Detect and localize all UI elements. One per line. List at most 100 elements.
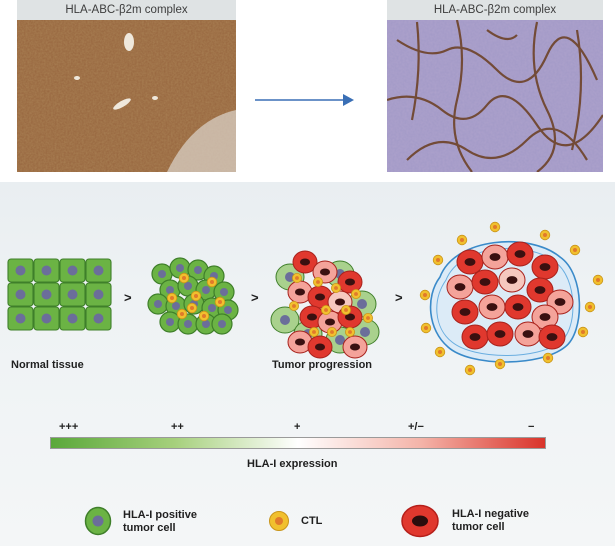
- tumor-nucleus: [539, 263, 551, 271]
- tick-weak: +/−: [408, 421, 424, 433]
- cell-nucleus: [335, 335, 345, 345]
- stages-illustration: [7, 221, 604, 376]
- micrograph-right-title: HLA-ABC-β2m complex: [387, 0, 603, 20]
- ctl-nucleus: [366, 316, 370, 320]
- tumor-nucleus: [324, 318, 336, 326]
- cell-nucleus: [93, 265, 104, 276]
- micrograph-left: HLA-ABC-β2m complex: [17, 0, 236, 172]
- legend-positive-label: HLA-I positive tumor cell: [123, 509, 197, 535]
- tick-none: −: [528, 421, 535, 433]
- micrograph-right: HLA-ABC-β2m complex: [387, 0, 603, 172]
- cell-nucleus: [224, 306, 232, 314]
- tumor-nucleus: [539, 313, 551, 321]
- early-tumor-cluster: [147, 257, 239, 335]
- tumor-nucleus: [314, 343, 326, 351]
- tumor-nucleus: [344, 313, 356, 321]
- ctl-nucleus: [542, 232, 548, 238]
- cell-nucleus: [184, 282, 192, 290]
- ctl-nucleus: [324, 308, 328, 312]
- ctl-nucleus: [354, 292, 358, 296]
- tumor-nucleus: [294, 338, 306, 346]
- ctl-nucleus: [435, 257, 441, 263]
- micrograph-left-image: [17, 0, 236, 172]
- separator-3: >: [395, 290, 403, 305]
- ctl-nucleus: [316, 280, 320, 284]
- tumor-nucleus: [294, 288, 306, 296]
- ctl-nucleus: [209, 279, 215, 285]
- tumor-nucleus: [494, 330, 506, 338]
- tumor-nucleus: [486, 303, 498, 311]
- ctl-nucleus: [587, 304, 593, 310]
- cell-nucleus: [220, 288, 228, 296]
- ctl-nucleus: [312, 330, 316, 334]
- tumor-nucleus: [512, 303, 524, 311]
- cell-nucleus: [67, 313, 78, 324]
- cell-nucleus: [172, 302, 180, 310]
- ctl-nucleus: [437, 349, 443, 355]
- ctl-nucleus: [545, 355, 551, 361]
- tumor-nucleus: [514, 250, 526, 258]
- ctl-nucleus: [292, 304, 296, 308]
- tumor-nucleus: [489, 253, 501, 261]
- legend-negative-label: HLA-I negative tumor cell: [452, 508, 529, 534]
- cell-nucleus: [202, 320, 210, 328]
- green-cell-icon: [84, 506, 112, 536]
- tick-medium: ++: [171, 421, 184, 433]
- ctl-nucleus: [595, 277, 601, 283]
- tick-strong: +++: [59, 421, 79, 433]
- cell-nucleus: [166, 318, 174, 326]
- cell-nucleus: [15, 265, 26, 276]
- ctl-nucleus: [201, 313, 207, 319]
- ctl-nucleus: [459, 237, 465, 243]
- ctl-nucleus: [572, 247, 578, 253]
- separator-2: >: [251, 290, 259, 305]
- cell-nucleus: [357, 299, 367, 309]
- tumor-nucleus: [464, 258, 476, 266]
- tumor-nucleus: [319, 268, 331, 276]
- tumor-nucleus: [344, 278, 356, 286]
- expression-gradient-bar: [50, 437, 546, 449]
- cell-nucleus: [93, 313, 104, 324]
- ctl-nucleus: [344, 308, 348, 312]
- ctl-nucleus: [189, 305, 195, 311]
- tumor-nucleus: [454, 283, 466, 291]
- tumor-nucleus: [554, 298, 566, 306]
- ctl-nucleus: [423, 325, 429, 331]
- tumor-progression-cluster: [270, 250, 380, 359]
- ctl-nucleus: [580, 329, 586, 335]
- tumor-nucleus: [534, 286, 546, 294]
- tumor-nucleus: [479, 278, 491, 286]
- cell-nucleus: [67, 265, 78, 276]
- cell-nucleus: [194, 266, 202, 274]
- ctl-nucleus: [422, 292, 428, 298]
- tumor-nucleus: [349, 343, 361, 351]
- tumor-nucleus: [522, 330, 534, 338]
- cell-nucleus: [41, 289, 52, 300]
- cell-nucleus: [166, 286, 174, 294]
- tumor-nucleus: [299, 258, 311, 266]
- cell-nucleus: [158, 270, 166, 278]
- legend-ctl-label: CTL: [301, 515, 323, 527]
- red-cell-icon: [401, 504, 439, 538]
- tick-low: +: [294, 421, 301, 433]
- separator-1: >: [124, 290, 132, 305]
- ctl-nucleus: [497, 361, 503, 367]
- cell-nucleus: [67, 289, 78, 300]
- tumor-nucleus: [459, 308, 471, 316]
- tumor-nucleus: [334, 298, 346, 306]
- cell-nucleus: [280, 315, 290, 325]
- cell-nucleus: [15, 313, 26, 324]
- cell-nucleus: [154, 300, 162, 308]
- legend-positive-line1: HLA-I positive: [123, 509, 197, 521]
- micrograph-left-title: HLA-ABC-β2m complex: [17, 0, 236, 20]
- cell-nucleus: [184, 320, 192, 328]
- cell-nucleus: [176, 264, 184, 272]
- cell-nucleus: [360, 327, 370, 337]
- cell-nucleus: [15, 289, 26, 300]
- ctl-nucleus: [295, 276, 299, 280]
- ctl-nucleus: [348, 330, 352, 334]
- ctl-nucleus: [334, 286, 338, 290]
- cell-nucleus: [218, 320, 226, 328]
- stage-label-normal: Normal tissue: [11, 359, 84, 371]
- cell-nucleus: [93, 289, 104, 300]
